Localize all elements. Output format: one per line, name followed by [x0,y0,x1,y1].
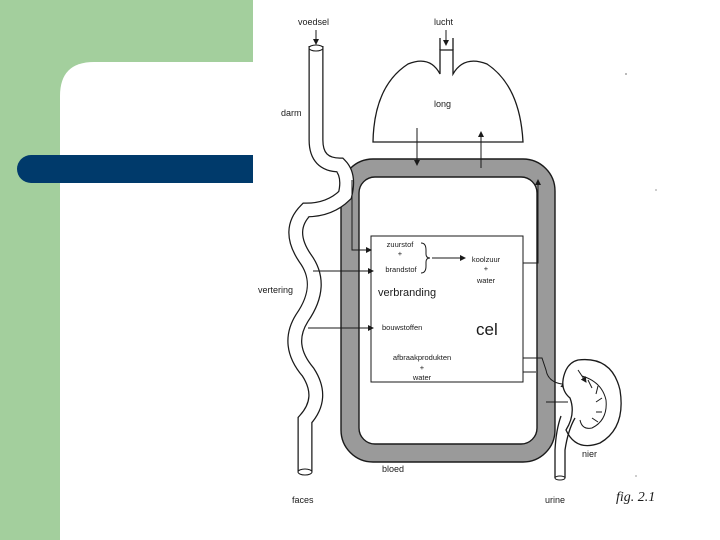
intestine-top-opening [308,44,324,52]
oxygen-path [351,180,372,253]
speck-3 [635,475,637,477]
speck-2 [655,189,657,191]
vertering-label: vertering [258,285,294,295]
kidney-outline [562,358,622,447]
figure-caption: fig. 2.1 [616,490,656,505]
blood-circulation-band [341,159,555,462]
nier-label: nier [582,449,598,459]
plus-products: + [483,264,489,273]
verbranding-label: verbranding [378,287,437,299]
bloed-label: bloed [382,464,405,474]
speck-1 [625,73,627,75]
intestine-lumen [288,46,353,472]
faces-label: faces [292,495,314,505]
co2-out-path [523,179,541,264]
cel-label: cel [476,320,498,339]
trachea [439,38,454,50]
afbraakprodukten-label: afbraakprodukten [392,353,452,362]
cell-box [370,235,524,383]
ureter [554,415,576,478]
water-waste-label: water [412,373,432,382]
darm-label: darm [281,108,302,118]
urine-label: urine [545,495,566,505]
kidney-calyces [587,379,603,423]
bouwstoffen-label: bouwstoffen [382,323,423,332]
blood-band-outer-edge [340,158,556,463]
lung-outline [372,49,524,143]
blue-accent-bar [17,155,253,183]
intestine-bottom-opening [297,468,313,476]
lucht-label: lucht [434,17,454,27]
ureter-opening [554,475,566,481]
zuurstof-label: zuurstof [386,240,414,249]
kidney-pelvis [579,375,607,429]
water-products-label: water [476,276,496,285]
long-label: long [434,99,452,109]
koolzuur-label: koolzuur [471,255,501,264]
kidney-inner-arrow [577,369,587,383]
voedsel-label: voedsel [298,17,330,27]
plus-inputs: + [397,249,403,258]
waste-path [523,357,567,389]
brandstof-label: brandstof [385,265,417,274]
blue-accent-bar-edge [230,155,253,183]
input-brace [420,242,431,274]
plus-waste: + [419,363,425,372]
